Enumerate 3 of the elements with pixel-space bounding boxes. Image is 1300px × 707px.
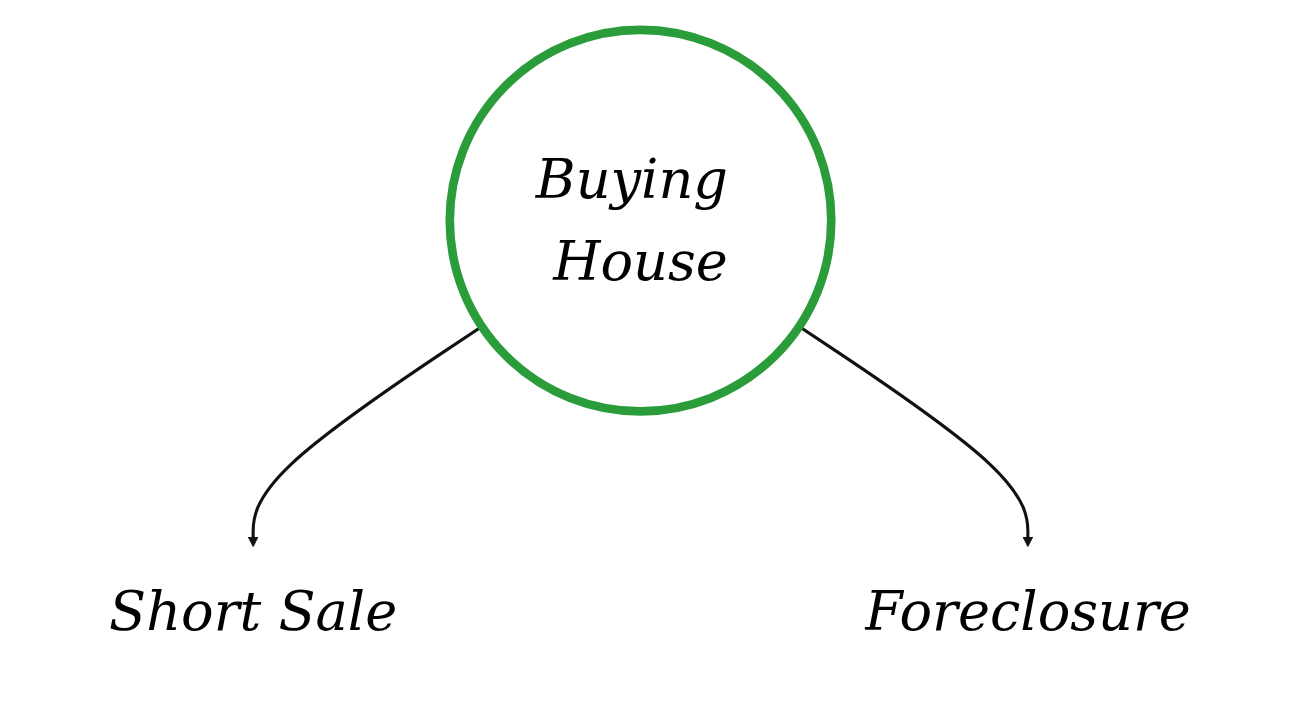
node-text: Short Sale xyxy=(109,579,398,643)
node-text: Foreclosure xyxy=(864,579,1191,643)
node-circle: Buying House xyxy=(445,25,836,416)
